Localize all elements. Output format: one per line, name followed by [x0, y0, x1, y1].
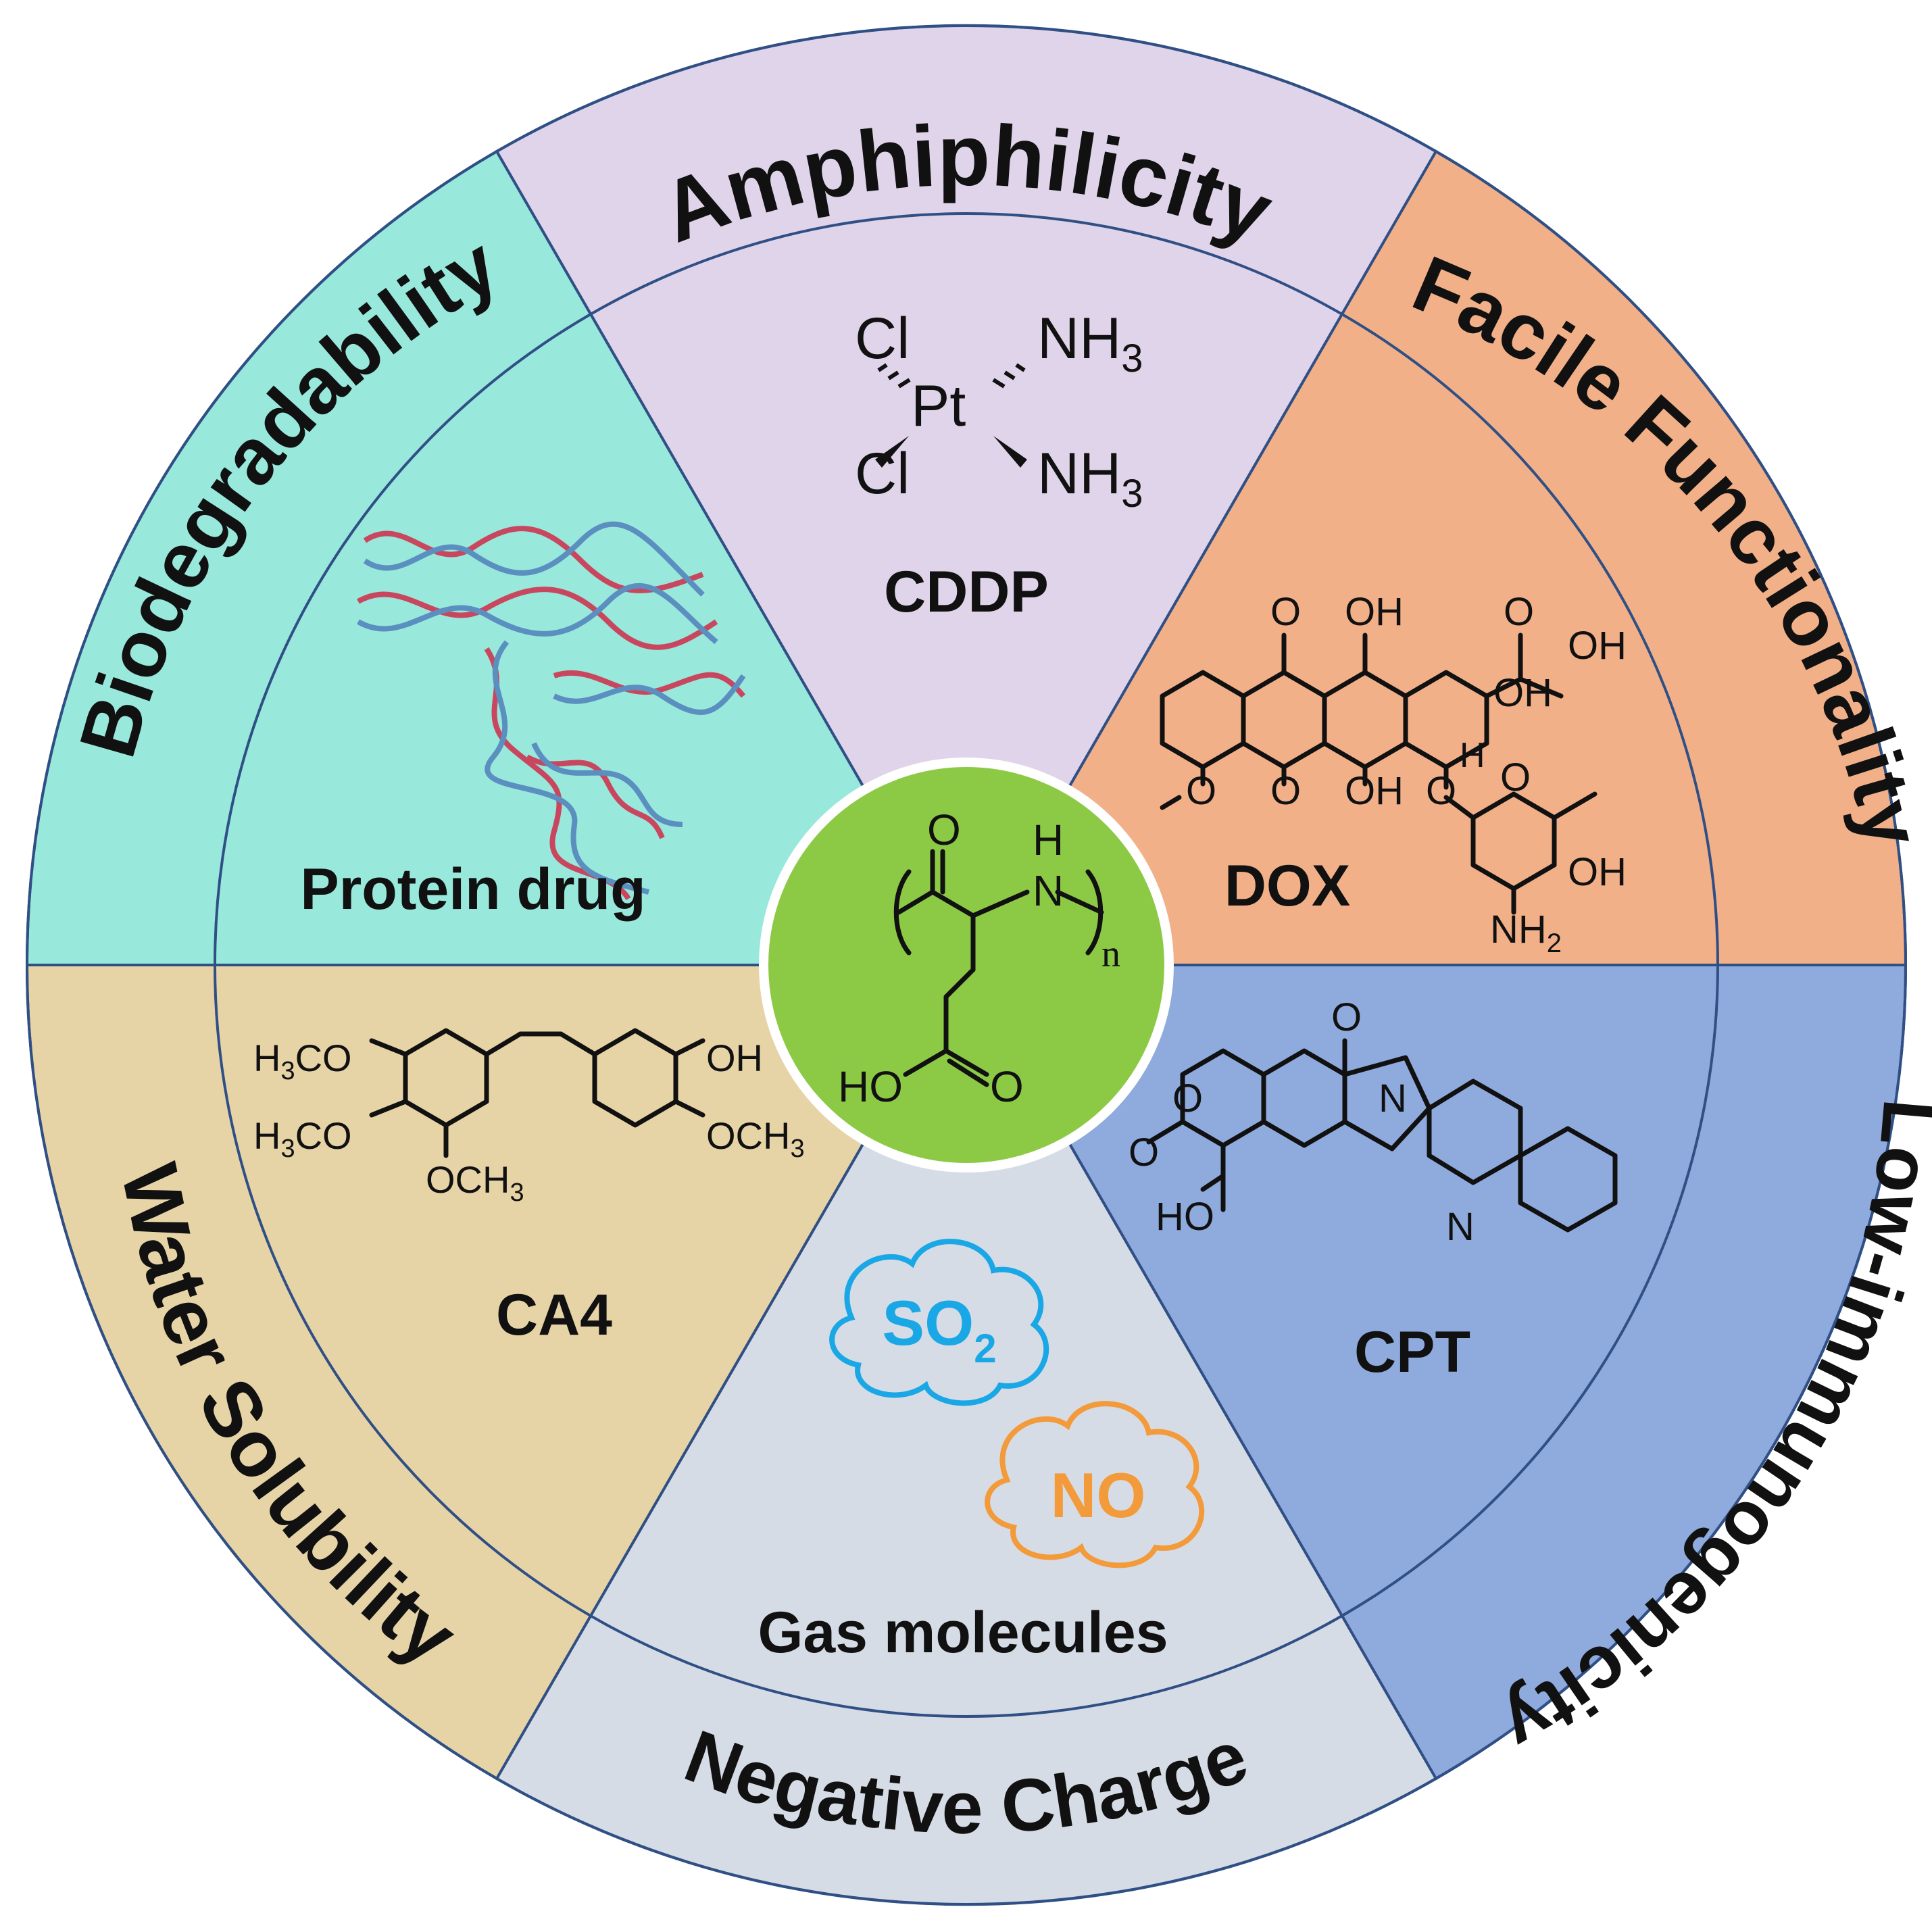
- center-circle: [759, 758, 1174, 1172]
- cddp-wedge-left: [875, 436, 909, 468]
- center-atom-n: N: [1033, 866, 1064, 915]
- inner-ring-divider: [214, 212, 1719, 1718]
- drug-label-protein-drug: Protein drug: [300, 857, 645, 922]
- dna-helix-icon: [357, 521, 746, 901]
- dox-oh-5: OH: [1568, 850, 1627, 894]
- dox-oh-1: OH: [1345, 590, 1404, 634]
- cpt-ho: HO: [1156, 1195, 1214, 1239]
- center-atom-o-carbonyl: O: [927, 806, 961, 854]
- cpt-structure: O O O N N HO CPT: [1129, 995, 1618, 1385]
- cddp-cl-top: Cl: [855, 306, 910, 371]
- so2-label: SO2: [882, 1287, 996, 1371]
- drug-label-cddp: CDDP: [884, 560, 1049, 624]
- cddp-structure: Cl Cl Pt NH3 NH3 CDDP: [855, 306, 1143, 624]
- center-bonds: [893, 849, 1104, 1087]
- cddp-nh3-bottom: NH3: [1037, 441, 1143, 516]
- ca4-och3-right: OCH3: [706, 1114, 805, 1163]
- drug-label-ca4: CA4: [496, 1283, 612, 1347]
- dox-oh-4: OH: [1345, 769, 1404, 813]
- ca4-oh: OH: [706, 1037, 763, 1079]
- cddp-wedge-right: [993, 436, 1027, 468]
- so2-cloud-icon: [829, 1239, 1049, 1406]
- dox-o-5: O: [1426, 769, 1456, 813]
- cddp-cl-bottom: Cl: [855, 441, 910, 506]
- drug-label-cpt: CPT: [1354, 1320, 1470, 1385]
- ca4-h3co-top: H3CO: [253, 1037, 352, 1085]
- center-atom-ho: HO: [838, 1062, 903, 1111]
- center-polymer: O N H n HO O: [759, 758, 1174, 1172]
- center-subscript-n: n: [1101, 933, 1120, 975]
- cpt-o-2: O: [1172, 1077, 1203, 1120]
- cddp-nh3-top: NH3: [1037, 306, 1143, 380]
- dox-o-3: O: [1270, 769, 1301, 813]
- ca4-h3co-mid: H3CO: [253, 1114, 352, 1163]
- drug-label-dox: DOX: [1224, 853, 1350, 918]
- dox-o-2: O: [1504, 590, 1534, 634]
- dox-bonds: [1160, 633, 1597, 915]
- cpt-bonds: [1146, 1038, 1618, 1233]
- cpt-n-1: N: [1379, 1077, 1407, 1120]
- no-cloud-icon: [985, 1401, 1205, 1568]
- cpt-o-1: O: [1331, 995, 1362, 1039]
- dox-nh2: NH2: [1490, 908, 1562, 958]
- ca4-structure: H3CO H3CO OH OCH3 OCH3 CA4: [253, 1028, 805, 1347]
- dox-o-6: O: [1500, 756, 1531, 799]
- dox-o-4: O: [1186, 769, 1216, 813]
- dox-structure: O OH O OH OH O OH O H O O OH NH2 DOX: [1160, 590, 1627, 958]
- center-atom-h: H: [1033, 816, 1064, 864]
- center-atom-o-acid: O: [990, 1062, 1024, 1111]
- cpt-o-3: O: [1129, 1131, 1159, 1174]
- outer-ring: [25, 24, 1908, 1906]
- no-label: NO: [1051, 1460, 1146, 1531]
- dox-o-1: O: [1270, 590, 1301, 634]
- drug-label-gas-molecules: Gas molecules: [758, 1600, 1168, 1665]
- ca4-och3-bottom: OCH3: [426, 1158, 524, 1207]
- protein-drug-illustration: Protein drug: [300, 521, 746, 922]
- cpt-n-2: N: [1446, 1205, 1475, 1249]
- cddp-hash-bonds: [877, 363, 1026, 389]
- dox-h: H: [1460, 736, 1485, 775]
- dox-oh-2: OH: [1568, 624, 1627, 668]
- dox-oh-3: OH: [1493, 671, 1552, 715]
- ca4-bonds: [369, 1028, 705, 1158]
- cddp-pt: Pt: [911, 374, 966, 439]
- gas-molecules: SO2 NO Gas molecules: [758, 1239, 1205, 1665]
- outer-ring-border: [26, 24, 1907, 1906]
